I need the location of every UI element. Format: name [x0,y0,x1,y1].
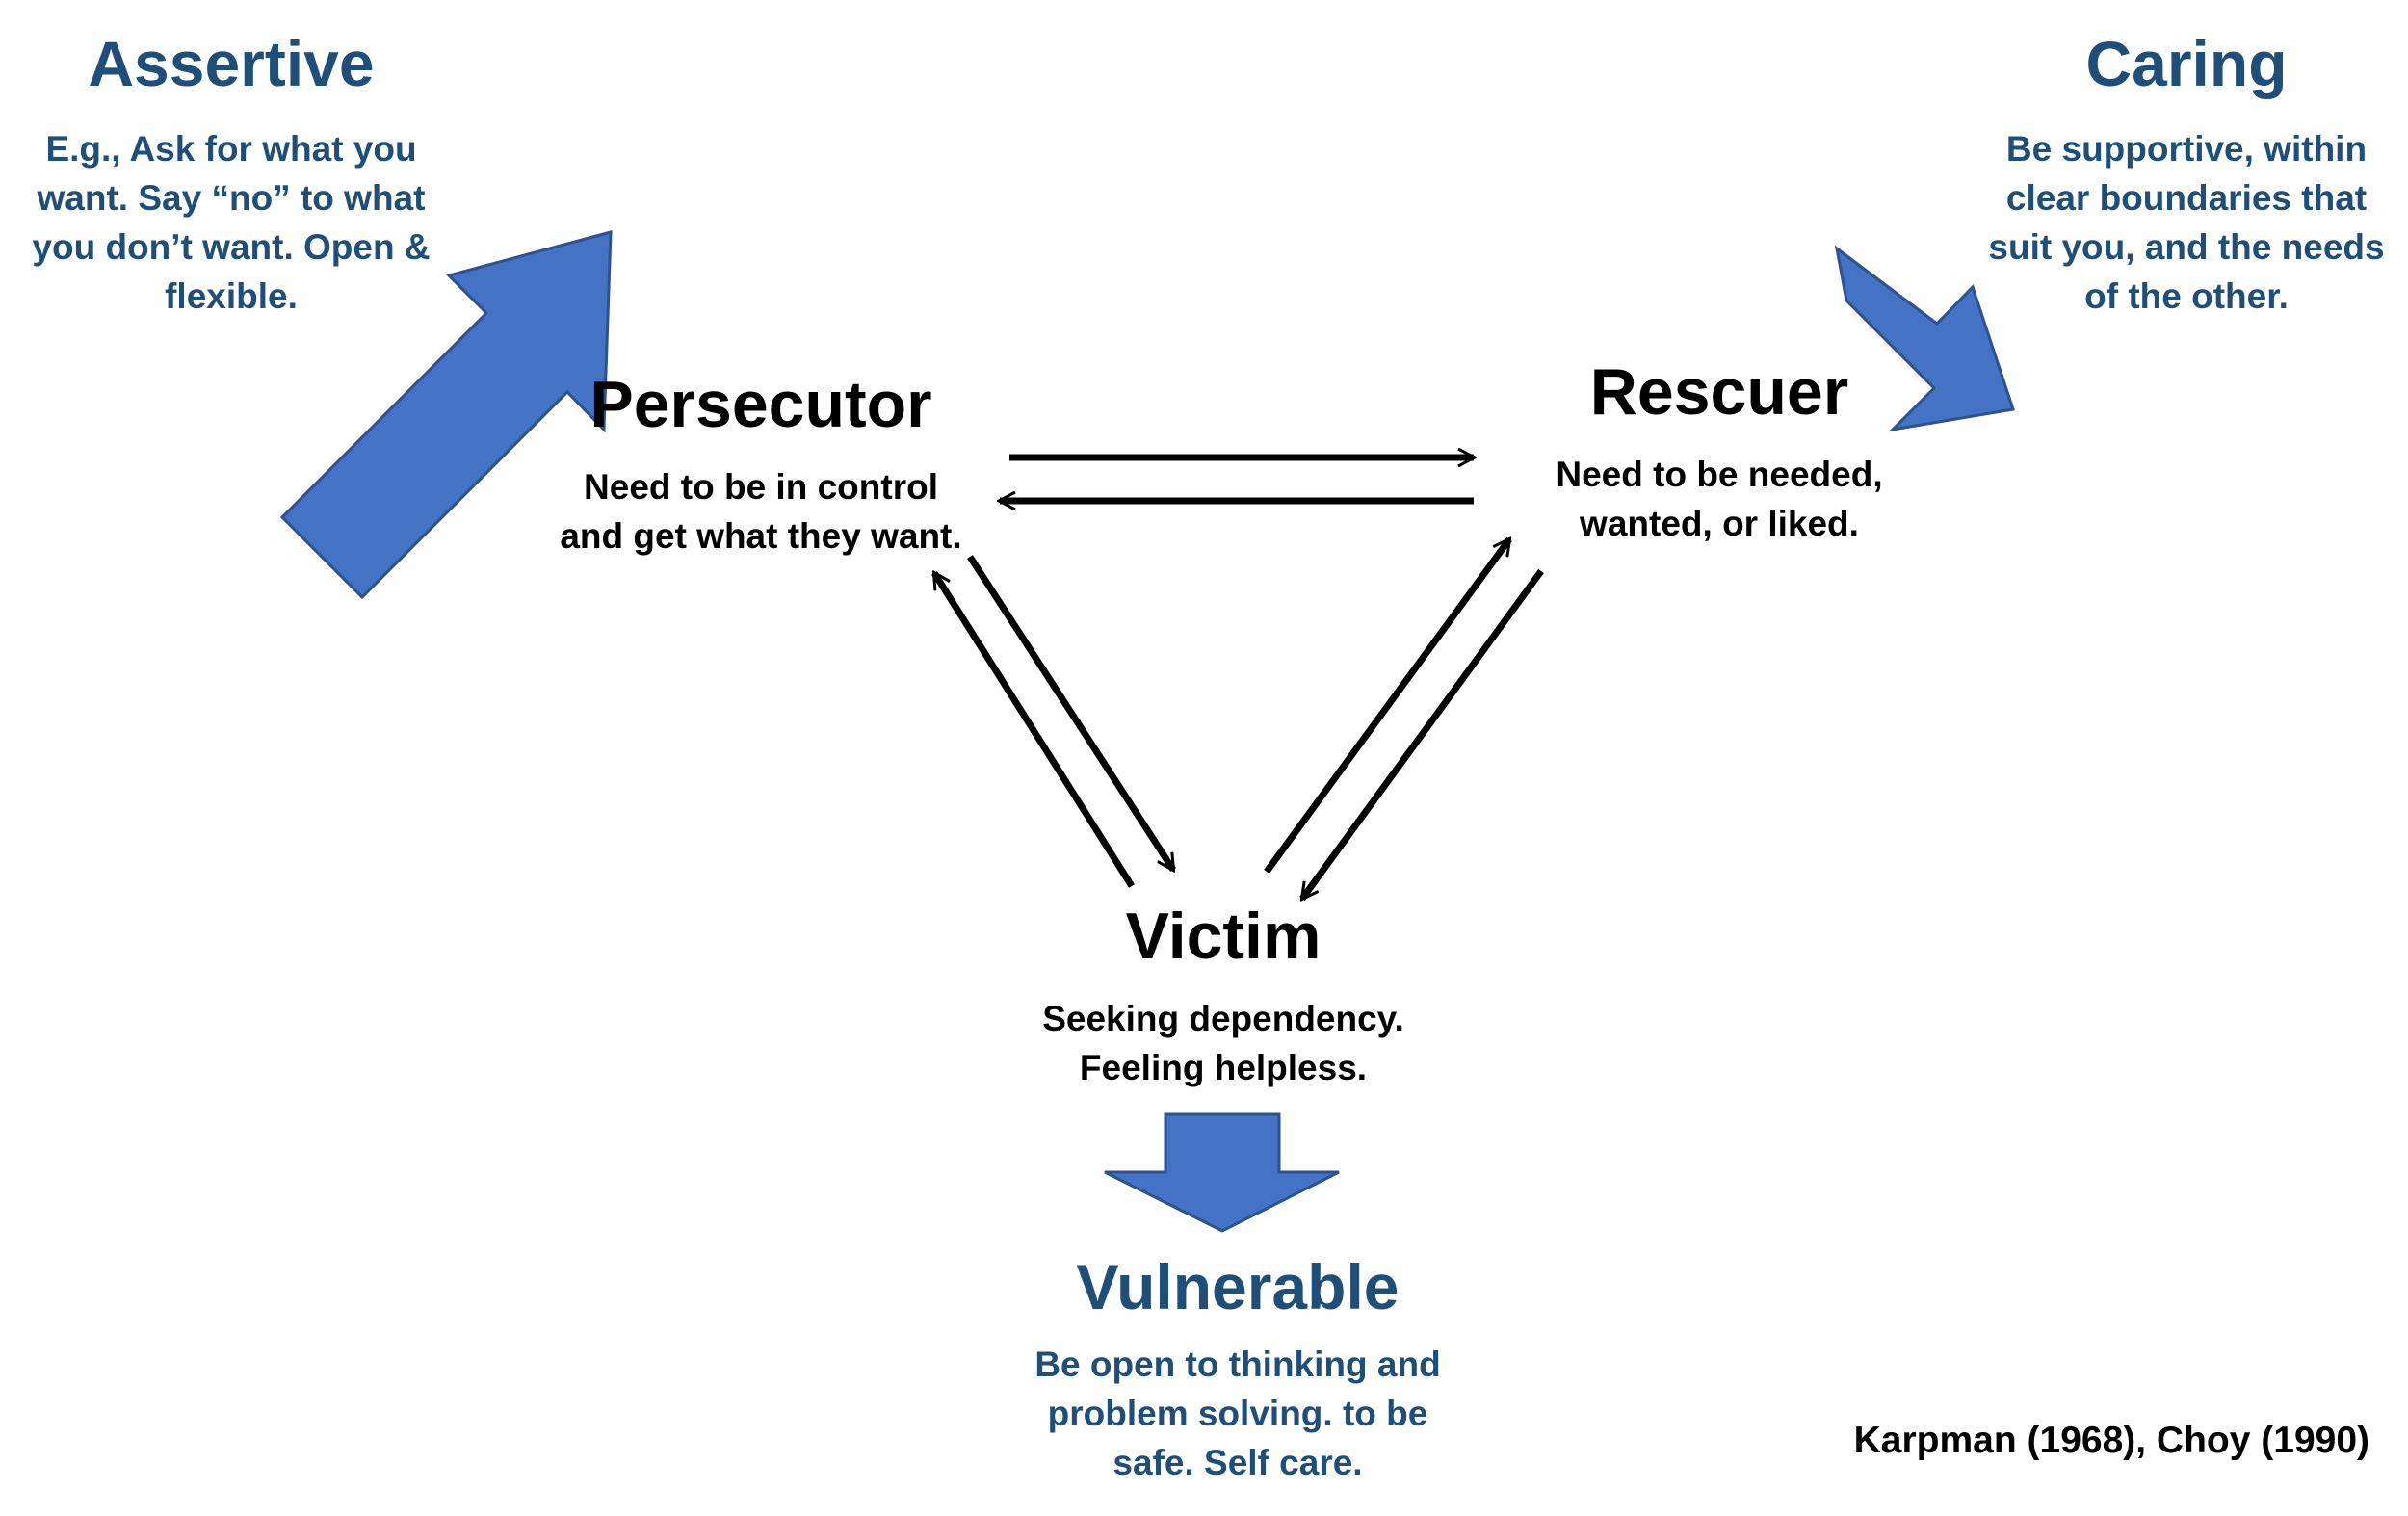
rescuer-description: Need to be needed, wanted, or liked. [1556,454,1883,543]
caring-block: Caring Be supportive, within clear bound… [1946,29,2408,321]
vulnerable-block-arrow [1104,1112,1340,1233]
assertive-block-arrow [279,230,613,600]
persecutor-title: Persecutor [589,368,932,441]
caring-description: Be supportive, within clear boundaries t… [1988,128,2385,316]
vulnerable-description: Be open to thinking and problem solving.… [1034,1344,1441,1482]
vulnerable-block: Vulnerable Be open to thinking and probl… [1002,1252,1474,1487]
arrow-victim-to-persecutor [931,573,1135,888]
caring-block-arrow [1834,245,2015,432]
rescuer-block: Rescuer Need to be needed, wanted, or li… [1503,356,1936,548]
arrow-rescuer-to-victim [1299,568,1544,899]
citation: Karpman (1968), Choy (1990) [1853,1420,2369,1461]
assertive-title: Assertive [88,28,375,99]
arrow-victim-to-rescuer [1264,539,1512,875]
caring-title: Caring [2085,28,2288,99]
assertive-description: E.g., Ask for what you want. Say “no” to… [32,128,431,316]
victim-title: Victim [1125,900,1322,973]
rescuer-title: Rescuer [1589,355,1849,429]
persecutor-block: Persecutor Need to be in control and get… [520,369,1002,561]
victim-description: Seeking dependency. Feeling helpless. [1042,998,1404,1087]
vulnerable-title: Vulnerable [1076,1251,1400,1322]
assertive-block: Assertive E.g., Ask for what you want. S… [10,29,453,321]
arrow-persecutor-to-victim [967,555,1176,870]
victim-block: Victim Seeking dependency. Feeling helpl… [1011,901,1435,1092]
persecutor-description: Need to be in control and get what they … [560,466,962,556]
